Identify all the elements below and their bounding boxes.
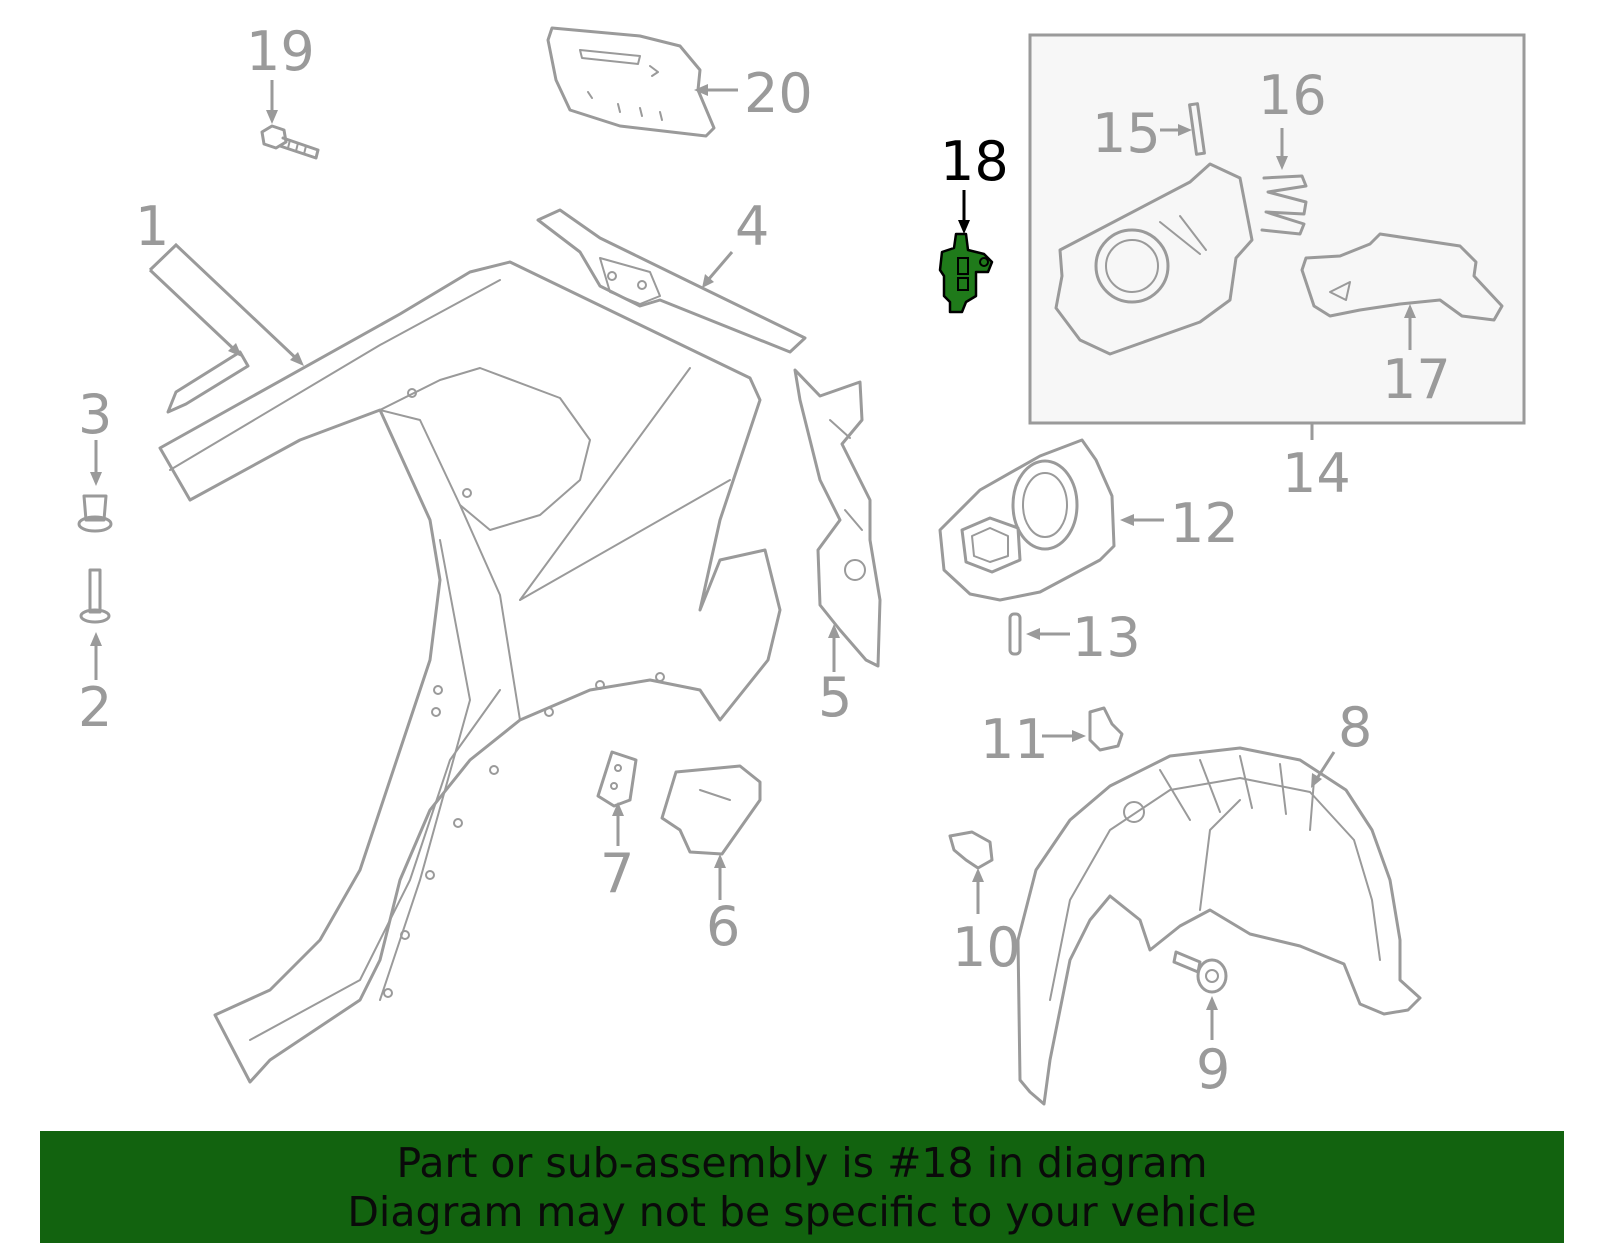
callout-label-9: 9 xyxy=(1196,1038,1230,1101)
callout-label-1: 1 xyxy=(135,195,169,258)
part-19-bolt xyxy=(260,124,320,160)
banner-line-1: Part or sub-assembly is #18 in diagram xyxy=(396,1139,1208,1187)
info-banner: Part or sub-assembly is #18 in diagram D… xyxy=(40,1131,1564,1243)
part-4-rail xyxy=(536,208,807,354)
callout-label-6: 6 xyxy=(706,895,740,958)
part-1-strip xyxy=(166,350,250,414)
callout-label-11: 11 xyxy=(980,708,1049,771)
callout-label-8: 8 xyxy=(1338,696,1372,759)
callout-label-2: 2 xyxy=(78,676,112,739)
callout-label-20: 20 xyxy=(744,62,813,125)
part-2-stud xyxy=(79,568,111,624)
callout-label-15: 15 xyxy=(1092,102,1161,165)
callout-label-14: 14 xyxy=(1282,442,1351,505)
banner-line-2: Diagram may not be specific to your vehi… xyxy=(347,1188,1257,1236)
callout-10: 10 xyxy=(952,868,1021,979)
part-18-actuator xyxy=(938,232,994,314)
callout-17: 17 xyxy=(1382,304,1451,411)
callout-15: 15 xyxy=(1092,102,1192,165)
part-12-fuel-housing xyxy=(938,438,1116,602)
part-20-plate xyxy=(546,26,716,138)
part-1-quarter-panel xyxy=(158,260,782,1084)
callout-label-12: 12 xyxy=(1170,492,1239,555)
part-14-fuel-door-assembly xyxy=(1028,33,1526,425)
part-13-pin xyxy=(1008,612,1022,656)
callout-13: 13 xyxy=(1026,606,1141,669)
callout-20: 20 xyxy=(694,62,813,125)
callout-6: 6 xyxy=(706,854,740,958)
callout-11: 11 xyxy=(980,708,1086,771)
callout-8: 8 xyxy=(1311,696,1372,788)
callout-9: 9 xyxy=(1196,996,1230,1101)
callout-label-7: 7 xyxy=(600,842,634,905)
callout-19: 19 xyxy=(246,20,315,124)
part-9-screw xyxy=(1172,950,1228,994)
callout-2: 2 xyxy=(78,632,112,739)
callout-label-13: 13 xyxy=(1072,606,1141,669)
callout-label-18: 18 xyxy=(940,130,1009,193)
callout-14: 14 xyxy=(1282,423,1351,505)
callout-16: 16 xyxy=(1258,64,1327,170)
callout-label-16: 16 xyxy=(1258,64,1327,127)
callout-1: 1 xyxy=(135,195,304,366)
callout-18: 18 xyxy=(940,130,1009,234)
part-3-clip xyxy=(77,494,113,533)
part-5-pillar xyxy=(793,368,882,668)
callout-label-17: 17 xyxy=(1382,348,1451,411)
part-6-bracket xyxy=(660,764,762,856)
callout-label-5: 5 xyxy=(818,666,852,729)
callout-5: 5 xyxy=(818,624,852,729)
callout-label-4: 4 xyxy=(735,195,769,258)
part-7-bracket xyxy=(596,750,638,808)
part-8-wheel-liner xyxy=(1016,746,1422,1106)
part-11-clip xyxy=(1088,706,1124,752)
part-10-clip xyxy=(948,830,994,870)
callout-label-3: 3 xyxy=(78,383,112,446)
callout-3: 3 xyxy=(78,383,112,486)
callout-label-10: 10 xyxy=(952,916,1021,979)
callout-12: 12 xyxy=(1120,492,1239,555)
callout-label-19: 19 xyxy=(246,20,315,83)
callout-7: 7 xyxy=(600,802,634,905)
callout-4: 4 xyxy=(702,195,769,288)
